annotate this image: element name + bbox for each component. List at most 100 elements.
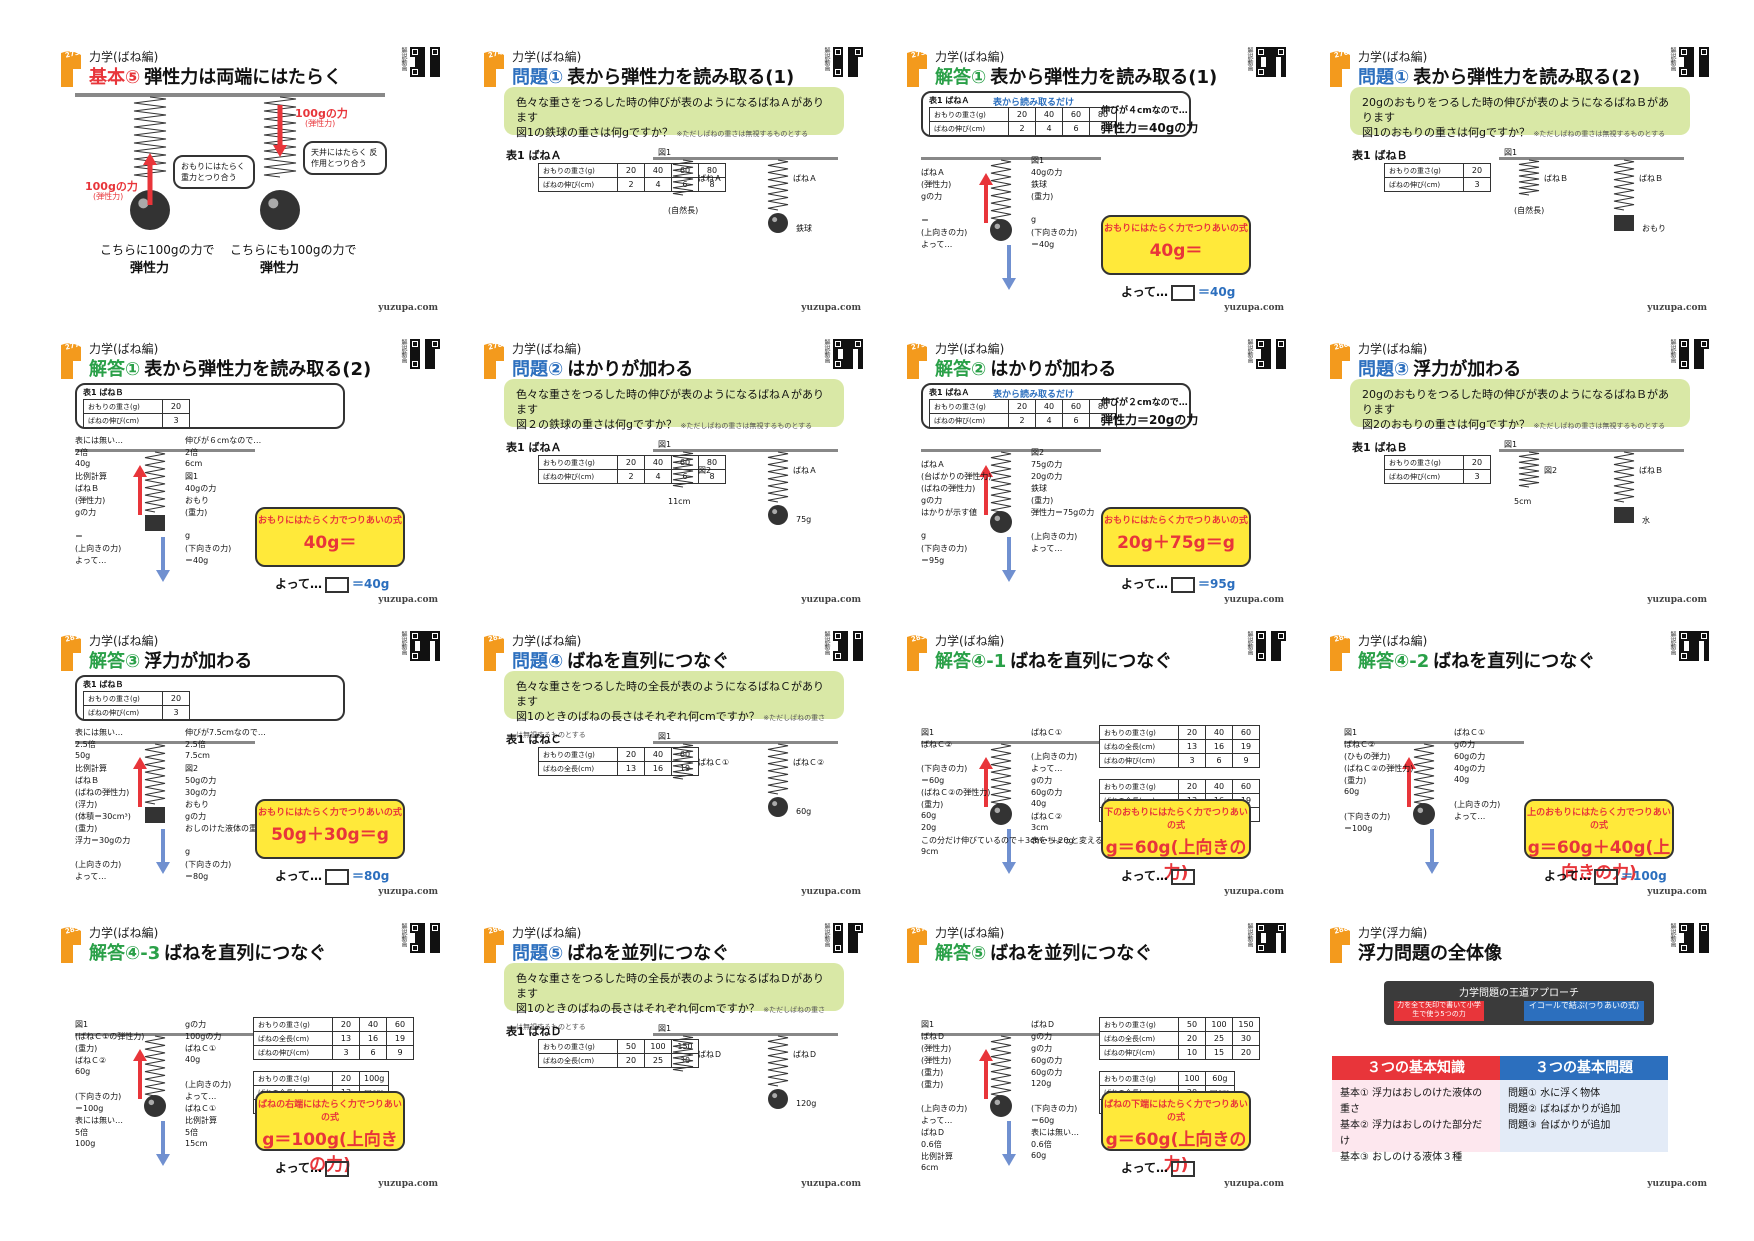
label: (下向きの力) <box>1031 228 1078 237</box>
card-subtitle: 力学(ばね編) <box>1358 50 1428 64</box>
table-cell: 100 <box>1205 1017 1233 1032</box>
label: 100gの力 <box>85 180 138 193</box>
spring <box>990 743 1012 805</box>
card-title-text: 浮力が加わる <box>1413 359 1522 380</box>
iron-ball <box>768 1089 788 1109</box>
label: 伸びが６cmなので… <box>185 436 262 445</box>
table-row: ばねの伸び(cm)3 <box>83 413 190 428</box>
problem-note: ※ただしばねの重さは無視するものとする <box>516 1006 826 1031</box>
card-title-text: ばねを直列につなぐ <box>1433 651 1596 672</box>
table-cell: ばねの全長(cm) <box>1099 739 1179 754</box>
table-label: 表1 ばねＤ <box>506 1025 562 1038</box>
label: ばねＣ② <box>75 1056 107 1065</box>
label: 6cm <box>185 459 203 468</box>
answer-blank[interactable] <box>1171 576 1196 593</box>
table-label: 表1 ばねＡ <box>929 96 970 105</box>
label: 40gの力 <box>1031 168 1063 177</box>
label: 60g <box>75 1067 91 1076</box>
label: 7.5cm <box>185 751 210 760</box>
problem-box: 色々な重さをつるした時の伸びが表のようになるばねＡがあります図1の鉄球の重さは何… <box>504 87 844 139</box>
label: ばねＤ <box>698 1050 722 1059</box>
label: この分だけ伸びているので＋3cm・＋20g <box>921 836 1074 845</box>
label: (上向きの力) <box>1031 532 1078 541</box>
result-line: よって… <box>1121 867 1198 885</box>
card-tag: 解答④-1 <box>935 651 1007 672</box>
label: 弾性力 <box>260 261 300 276</box>
footer-url: yuzupa.com <box>378 595 438 605</box>
label: (ばねＣ②の弾性力) <box>921 788 991 797</box>
figure-illustration <box>921 157 1101 290</box>
label: ばねＣ① <box>1031 728 1063 737</box>
qr-label: 解説動画 <box>1669 923 1676 947</box>
label: ＝40g <box>1031 240 1055 249</box>
table-cell: ばねの伸び(cm) <box>929 121 1009 136</box>
table-cell: 6 <box>1062 121 1090 136</box>
label: 5cm <box>1514 497 1532 506</box>
answer-blank[interactable] <box>325 868 350 885</box>
result-prefix: よって… <box>275 1161 323 1175</box>
table-cell: ばねの全長(cm) <box>1099 1031 1179 1046</box>
card-title-text: ばねを並列につなぐ <box>567 943 730 964</box>
label: (ばねの弾性力) <box>921 484 976 493</box>
problem-text: 20gのおもりをつるした時の伸びが表のようになるばねＢがあります <box>1362 96 1669 124</box>
label: 表には無い… <box>75 1116 123 1125</box>
qr-label: 解説動画 <box>823 47 830 71</box>
label: 伸びが２cmなので… <box>1101 398 1188 408</box>
label: (上向きの力) <box>921 1104 968 1113</box>
approach-title: 力学問題の王道アプローチ <box>1459 988 1579 999</box>
table-cell: 60 <box>1062 399 1090 414</box>
label: (体積＝30cm³) <box>75 812 131 821</box>
label: (上向きの力) <box>75 544 122 553</box>
answer-blank[interactable] <box>325 1160 350 1177</box>
label: 表には無い… <box>75 436 123 445</box>
label: ばねＢ <box>1639 466 1663 475</box>
label: 50gの力 <box>185 776 217 785</box>
arrow-head <box>979 757 993 769</box>
answer-blank[interactable] <box>325 576 350 593</box>
footer-url: yuzupa.com <box>801 595 861 605</box>
label: 100gの力 <box>295 107 348 120</box>
footer-url: yuzupa.com <box>1647 887 1707 897</box>
table-cell: ばねの全長(cm) <box>253 1031 333 1046</box>
table-cell: 3 <box>1463 469 1491 484</box>
label: (ばねＣ②の弾性力) <box>1344 764 1414 773</box>
table-cell: 13 <box>1178 739 1206 754</box>
label: ＝80g <box>185 872 209 881</box>
label: (弾性力) <box>921 1044 952 1053</box>
label: gの力 <box>1031 776 1053 785</box>
answer-blank[interactable] <box>1171 868 1196 885</box>
spring <box>767 743 789 795</box>
result-value: ＝95g <box>1198 577 1236 591</box>
label: 図1 <box>1344 728 1358 737</box>
card-tag: 問題① <box>1358 67 1410 88</box>
qr-code-icon <box>1256 631 1286 661</box>
problem-item: 問題② ばねばかりが追加 <box>1508 1104 1621 1115</box>
label: ばねＢ <box>1544 174 1568 183</box>
answer-blank[interactable] <box>1171 284 1196 301</box>
knowledge-item: 基本② 浮力はおしのけた部分だけ <box>1340 1120 1483 1147</box>
label: はかりが示す値 <box>921 508 977 517</box>
spring <box>672 743 694 780</box>
figure-illustration <box>1344 741 1524 874</box>
answer-blank[interactable] <box>1171 1160 1196 1177</box>
card-subtitle: 力学(ばね編) <box>512 342 582 356</box>
answer-blank[interactable] <box>1594 868 1619 885</box>
table-cell: おもりの重さ(g) <box>83 399 163 414</box>
card-title: 浮力問題の全体像 <box>1358 939 1502 965</box>
qr-label: 解説動画 <box>1669 339 1676 363</box>
qr-label: 解説動画 <box>1246 47 1253 71</box>
problem-note: ※ただしばねの重さは無視するものとする <box>676 130 809 138</box>
label: 図1 <box>658 1024 672 1033</box>
label: (重力) <box>1031 496 1054 505</box>
